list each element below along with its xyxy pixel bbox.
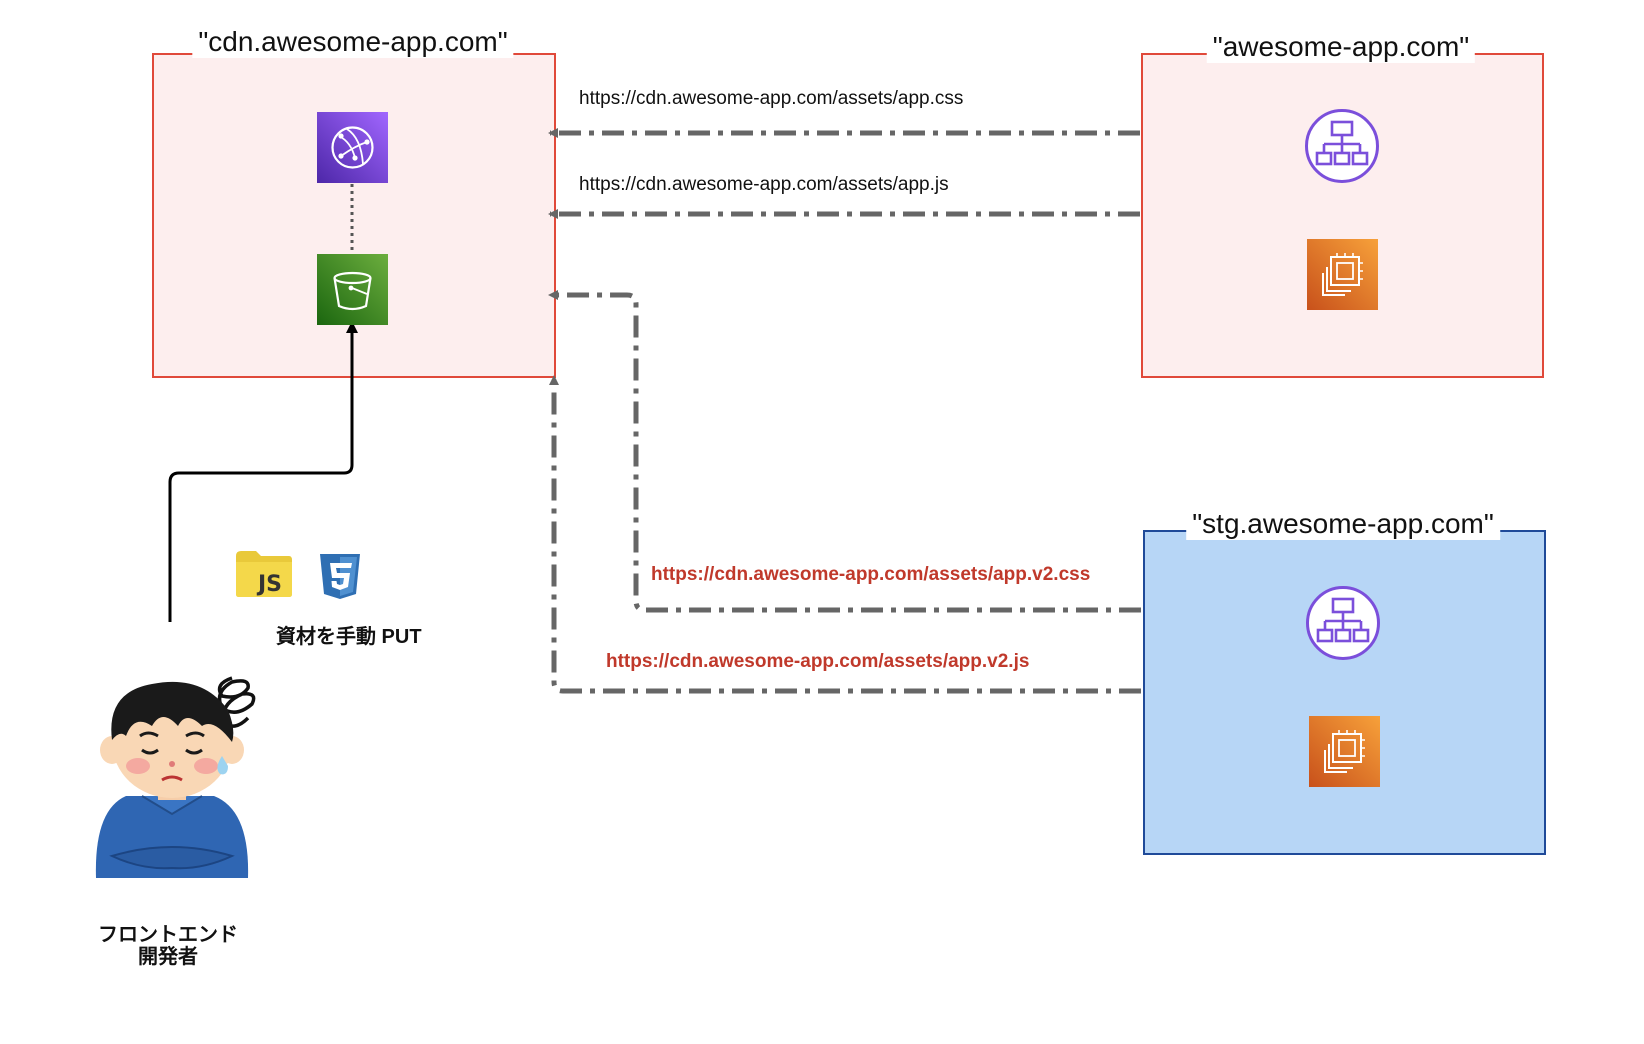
arrow-v2-css-request [548, 290, 1141, 613]
developer-label-line1: フロントエンド [98, 924, 238, 946]
css3-icon [316, 550, 370, 600]
prod-load-balancer-icon [1304, 108, 1380, 184]
label-v2-css-request: https://cdn.awesome-app.com/assets/app.v… [651, 564, 1091, 585]
cloudfront-icon [317, 112, 388, 183]
prod-box [1141, 53, 1544, 378]
stg-load-balancer-icon [1305, 585, 1381, 661]
label-v2-js-request: https://cdn.awesome-app.com/assets/app.v… [606, 651, 1030, 672]
stg-box [1143, 530, 1546, 855]
cdn-box-title: "cdn.awesome-app.com" [192, 26, 514, 58]
s3-bucket-icon [317, 254, 388, 325]
stg-box-title: "stg.awesome-app.com" [1186, 508, 1500, 540]
upload-label: 資材を手動 PUT [276, 626, 422, 648]
arrow-upload [168, 321, 358, 622]
developer-label-line2: 開発者 [138, 946, 198, 968]
js-folder-icon: JS [234, 548, 294, 598]
svg-text:JS: JS [256, 572, 282, 597]
stg-ec2-instances-icon [1309, 716, 1380, 787]
confused-developer-icon [82, 670, 266, 888]
prod-ec2-instances-icon [1307, 239, 1378, 310]
prod-box-title: "awesome-app.com" [1206, 31, 1476, 63]
label-css-request: https://cdn.awesome-app.com/assets/app.c… [579, 88, 964, 109]
label-js-request: https://cdn.awesome-app.com/assets/app.j… [579, 174, 949, 195]
arrow-v2-js-request [549, 375, 1141, 694]
